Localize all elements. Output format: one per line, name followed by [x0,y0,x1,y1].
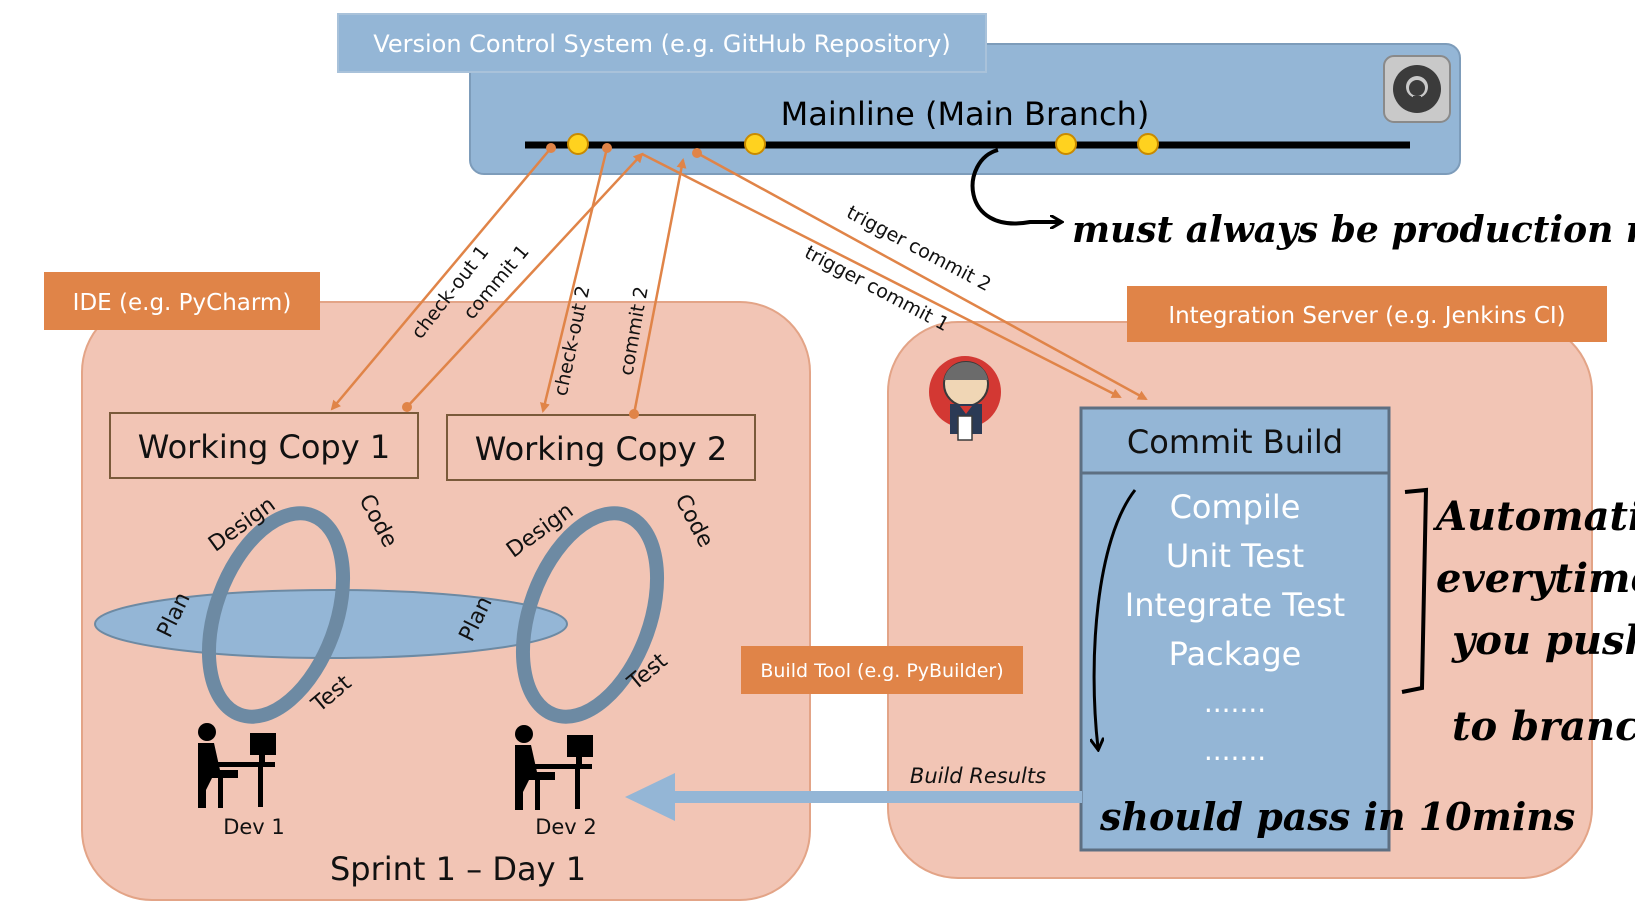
trigger-commit-1-arrow [641,152,1122,399]
build-results-label: Build Results [910,764,1046,788]
dev-2-label: Dev 2 [535,815,597,839]
ide-title-box [44,272,320,330]
jenkins-icon [929,356,1001,441]
dev-1-label: Dev 1 [223,815,285,839]
dev-cycle-ring-2 [515,506,665,724]
production-note-arrow [970,148,1060,224]
step-integrate-test: Integrate Test [1125,586,1345,624]
automatic-note-4: to branch [1452,703,1635,750]
integration-title-box [1127,286,1607,342]
developer-1-icon [198,723,276,808]
working-copy-1 [109,412,419,479]
commit-build-box [1079,406,1391,852]
dev-cycle-ring-1 [201,506,351,724]
build-results-arrow-shaft [660,791,1082,803]
automatic-note-1: Automatic [1432,493,1635,540]
build-results-arrow-head [625,773,675,821]
github-icon [1383,55,1451,123]
ten-minutes-note: should pass in 10mins [1099,794,1575,839]
vcs-title: Version Control System (e.g. GitHub Repo… [373,30,950,58]
sprint-label: Sprint 1 – Day 1 [330,850,586,888]
step-more-1: ....... [1204,686,1266,719]
production-note: must always be production ready [1072,209,1635,251]
trigger-commit-2-arrow [696,151,1148,401]
step-unit-test: Unit Test [1166,537,1304,575]
checkout-1-arrow [330,147,552,411]
step-more-2: ....... [1204,734,1266,767]
automatic-bracket [1401,487,1429,694]
ide-title: IDE (e.g. PyCharm) [73,290,292,316]
automatic-note-2: everytime [1436,555,1635,602]
commit-2-arrow [632,158,687,415]
commit-dot [744,133,766,155]
checkout-2-arrow [540,147,609,413]
developer-2-icon [515,725,593,810]
step-package: Package [1169,635,1302,673]
working-copy-2-label: Working Copy 2 [475,430,727,468]
mainline-label: Mainline (Main Branch) [781,95,1150,133]
integration-title: Integration Server (e.g. Jenkins CI) [1168,303,1565,329]
build-tool-label: Build Tool (e.g. PyBuilder) [760,660,1003,682]
commit-build-title: Commit Build [1127,423,1343,461]
automatic-note-3: you push [1451,617,1635,664]
commit-dot [567,133,589,155]
commit-1-arrow [406,152,644,408]
commit-dot [1055,133,1077,155]
vcs-title-box [337,13,987,73]
commit-dot [1137,133,1159,155]
working-copy-2 [446,414,756,481]
build-tool-box [741,646,1023,694]
working-copy-1-label: Working Copy 1 [138,428,390,466]
step-compile: Compile [1170,488,1301,526]
build-flow-arrow [1094,489,1137,748]
